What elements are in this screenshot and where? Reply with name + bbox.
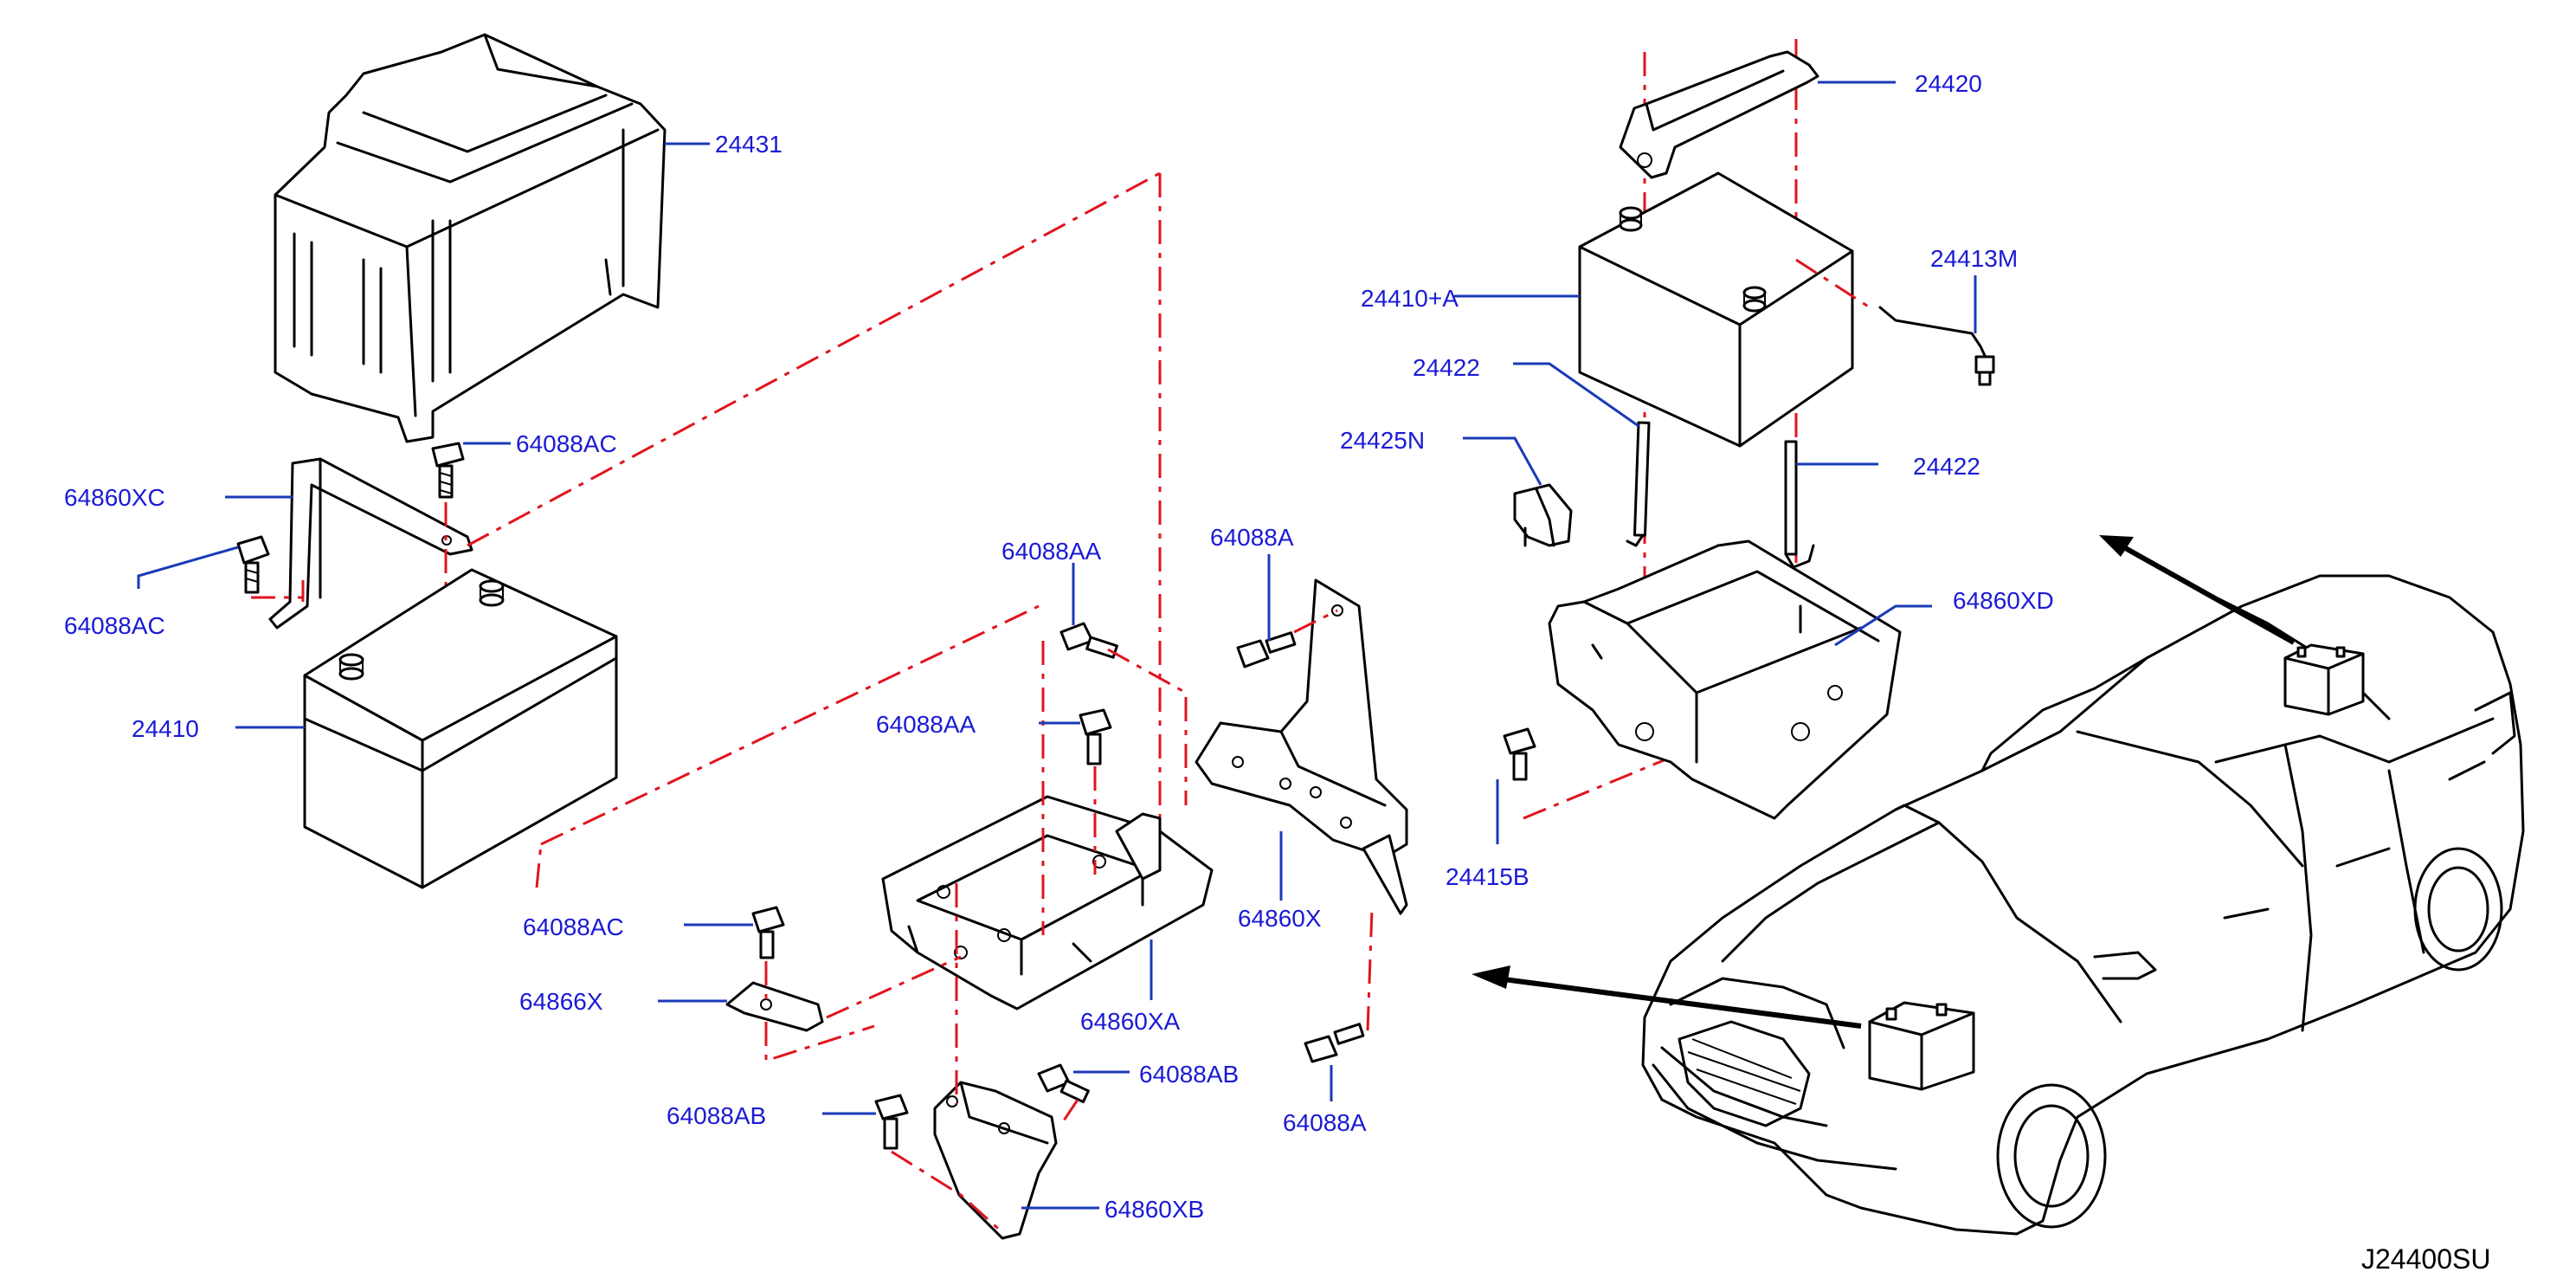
label-24431: 24431 [715, 131, 782, 158]
battery-icon-front [1868, 1001, 1975, 1091]
label-64088AB-right: 64088AB [1139, 1061, 1239, 1088]
label-64088A-lower: 64088A [1283, 1109, 1367, 1136]
bolt-64088AC-top [431, 442, 465, 499]
label-64088AC-top: 64088AC [516, 430, 617, 457]
bolt-64088AB-right [1037, 1063, 1090, 1104]
label-64088AC-mid: 64088AC [523, 914, 624, 940]
arrow-to-front-battery [1472, 965, 1862, 1029]
label-64088AA-upper: 64088AA [1001, 538, 1102, 565]
label-24410A: 24410+A [1361, 285, 1459, 312]
label-24425N: 24425N [1340, 427, 1425, 454]
battery-tray-64860XD [1548, 539, 1902, 820]
label-64860XB: 64860XB [1104, 1196, 1204, 1223]
label-64860XC: 64860XC [64, 484, 165, 511]
label-24415B: 24415B [1446, 863, 1530, 890]
drawing-code: J24400SU [2361, 1243, 2490, 1275]
hold-rod-24422-right [1784, 440, 1815, 569]
label-24422-left: 24422 [1413, 354, 1480, 381]
bolt-64088AB-left [874, 1094, 909, 1150]
label-64860XA: 64860XA [1080, 1008, 1181, 1035]
clip-24425N [1513, 483, 1573, 547]
label-64088AC-left: 64088AC [64, 612, 165, 639]
bracket-64860XB [933, 1081, 1058, 1240]
label-64088AB-left: 64088AB [667, 1102, 766, 1129]
bolt-64088AA-upper [1059, 622, 1118, 659]
bolt-64088A-lower [1304, 1023, 1365, 1063]
battery-cover-24431 [274, 33, 667, 443]
battery-clamp-64860XC [268, 457, 473, 630]
label-24410: 24410 [132, 715, 199, 742]
bracket-64866X [725, 981, 824, 1032]
hold-rod-24422-left [1626, 421, 1651, 547]
bolt-64088AC-left [236, 535, 270, 594]
label-64088AA-lower: 64088AA [876, 711, 976, 738]
bolt-24415B [1503, 727, 1536, 781]
bolt-64088AC-mid [751, 906, 785, 959]
battery-frame-24420 [1619, 50, 1819, 179]
arrow-to-rear-battery [2099, 535, 2296, 645]
battery-24410A [1578, 171, 1854, 448]
battery-icon-rear [2283, 643, 2365, 716]
hold-rod-24413M [1878, 306, 1995, 386]
label-24422-right: 24422 [1913, 453, 1980, 480]
label-24413M: 24413M [1930, 245, 2018, 272]
battery-tray-64860XA [881, 795, 1214, 1011]
label-64860X: 64860X [1238, 905, 1322, 932]
bolt-64088AA-lower [1079, 708, 1112, 765]
bolt-64088A-upper [1236, 631, 1297, 668]
label-24420: 24420 [1915, 70, 1982, 97]
bracket-64860X [1195, 578, 1408, 915]
label-64088A-upper: 64088A [1210, 524, 1294, 551]
battery-24410 [303, 568, 618, 889]
label-64860XD: 64860XD [1953, 587, 2054, 614]
vehicle-outline [1641, 574, 2525, 1236]
label-64866X: 64866X [519, 988, 603, 1015]
